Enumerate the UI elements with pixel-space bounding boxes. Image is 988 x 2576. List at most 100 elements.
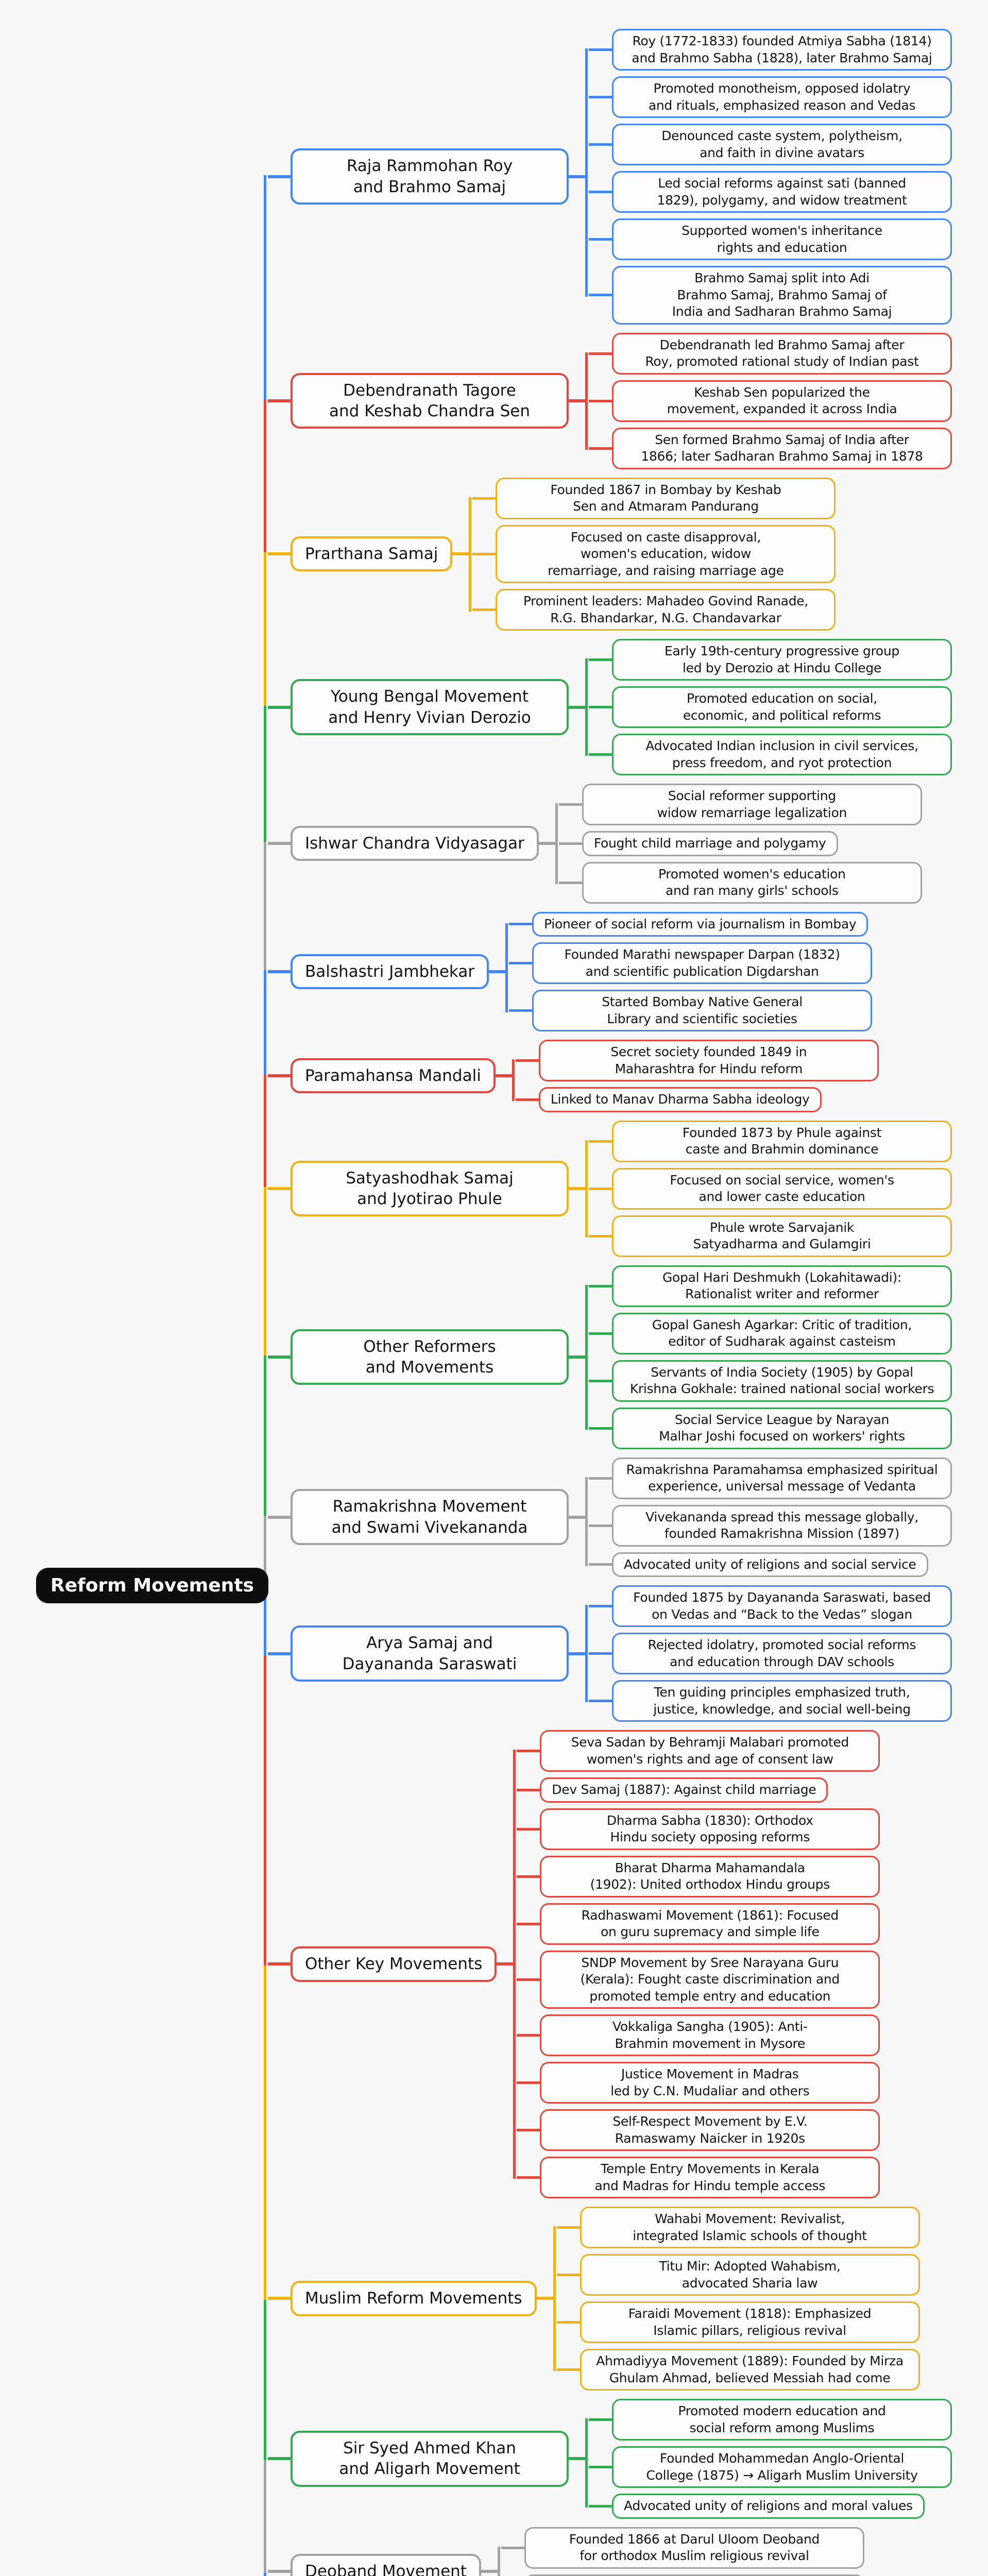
subtopic-node: Promoted monotheism, opposed idolatry an… <box>589 76 952 118</box>
subtopic-node: Linked to Manav Dharma Sabha ideology <box>515 1087 822 1112</box>
branch-topic-node: Deoband Movement <box>268 2553 499 2576</box>
branch-connector-line <box>585 1605 588 1702</box>
branch-connector-line <box>497 2546 500 2576</box>
branch-subnodes: Early 19th-century progressive group led… <box>585 639 952 775</box>
subtopic-node: Brahmo Samaj split into Adi Brahmo Samaj… <box>589 266 952 325</box>
subtopic-node: Roy (1772-1833) founded Atmiya Sabha (18… <box>589 29 952 71</box>
subtopic-node: Promoted modern education and social ref… <box>589 2399 952 2441</box>
branch: Debendranath Tagore and Keshab Chandra S… <box>268 332 952 469</box>
branch-connector-line <box>553 2226 556 2371</box>
branch-topic-node: Other Reformers and Movements <box>268 1329 586 1385</box>
subtopic-node: Social Service League by Narayan Malhar … <box>589 1407 952 1449</box>
branch-subnodes: Founded 1875 by Dayananda Saraswati, bas… <box>585 1585 952 1722</box>
subtopic-node: Rejected idolatry, promoted social refor… <box>589 1633 952 1674</box>
branch-subnodes: Roy (1772-1833) founded Atmiya Sabha (18… <box>585 29 952 325</box>
branch-topic-node: Satyashodhak Samaj and Jyotirao Phule <box>268 1160 586 1217</box>
subtopic-node: Advocated unity of religions and moral v… <box>589 2494 925 2519</box>
subtopic-node: Gopal Ganesh Agarkar: Critic of traditio… <box>589 1312 952 1354</box>
branch-connector-line <box>505 923 508 1012</box>
subtopic-node: Bharat Dharma Mahamandala (1902): United… <box>517 1855 880 1897</box>
branch-subnodes: Secret society founded 1849 in Maharasht… <box>512 1040 879 1112</box>
branch-connector-line <box>585 48 588 297</box>
branch-topic-node: Ishwar Chandra Vidyasagar <box>268 826 556 861</box>
subtopic-node: Ahmadiyya Movement (1889): Founded by Mi… <box>556 2349 920 2391</box>
branch-subnodes: Gopal Hari Deshmukh (Lokahitawadi): Rati… <box>585 1265 952 1449</box>
subtopic-node: Promoted education on social, economic, … <box>589 686 952 728</box>
branch-subnodes: Debendranath led Brahmo Samaj after Roy,… <box>585 332 952 469</box>
subtopic-node: Ramakrishna Paramahamsa emphasized spiri… <box>589 1457 952 1499</box>
subtopic-node: Secret society founded 1849 in Maharasht… <box>515 1040 879 1081</box>
subtopic-node: Advocated Indian inclusion in civil serv… <box>589 734 952 775</box>
subtopic-node: Social reformer supporting widow remarri… <box>558 784 922 825</box>
subtopic-node: Led social reforms against sati (banned … <box>589 171 952 213</box>
branch-connector-line <box>512 1059 515 1101</box>
subtopic-node: Denounced caste system, polytheism, and … <box>589 124 952 165</box>
branch-connector-line <box>585 352 588 450</box>
branch-topic-node: Raja Rammohan Roy and Brahmo Samaj <box>268 148 586 205</box>
subtopic-node: Focused on caste disapproval, women's ed… <box>472 524 836 583</box>
subtopic-node: Founded Mohammedan Anglo-Oriental Colleg… <box>589 2446 952 2488</box>
subtopic-node: Started Bombay Native General Library an… <box>509 990 873 1031</box>
branch-subnodes: Promoted modern education and social ref… <box>585 2399 952 2519</box>
subtopic-node: Justice Movement in Madras led by C.N. M… <box>517 2062 880 2104</box>
subtopic-node: Faraidi Movement (1818): Emphasized Isla… <box>556 2301 920 2343</box>
branch: Raja Rammohan Roy and Brahmo Samaj Roy (1… <box>268 29 952 325</box>
subtopic-node: Servants of India Society (1905) by Gopa… <box>589 1360 952 1402</box>
branch-topic-node: Debendranath Tagore and Keshab Chandra S… <box>268 372 586 429</box>
subtopic-node: Focused on training religious leaders an… <box>524 2574 864 2576</box>
branch-subnodes: Founded 1867 in Bombay by Keshab Sen and… <box>469 477 836 631</box>
subtopic-node: Dharma Sabha (1830): Orthodox Hindu soci… <box>517 1808 880 1850</box>
subtopic-node: Ten guiding principles emphasized truth,… <box>589 1680 952 1722</box>
subtopic-node: Founded 1866 at Darul Uloom Deoband for … <box>501 2527 864 2569</box>
central-topic-node: Reform Movements <box>36 1567 268 1603</box>
subtopic-node: Temple Entry Movements in Kerala and Mad… <box>517 2157 880 2198</box>
subtopic-node: Pioneer of social reform via journalism … <box>509 911 868 937</box>
trunk-connector-segment <box>264 1515 266 1587</box>
branch-topic-node: Prarthana Samaj <box>267 536 470 572</box>
trunk-connector-segment <box>264 1584 266 1655</box>
subtopic-node: SNDP Movement by Sree Narayana Guru (Ker… <box>517 1950 880 2009</box>
subtopic-node: Gopal Hari Deshmukh (Lokahitawadi): Rati… <box>589 1265 952 1307</box>
branch-connector-line <box>469 497 472 612</box>
branch-subnodes: Ramakrishna Paramahamsa emphasized spiri… <box>585 1457 952 1577</box>
subtopic-node: Founded Marathi newspaper Darpan (1832) … <box>509 942 873 984</box>
branch-connector-line <box>585 2418 588 2507</box>
branch-subnodes: Seva Sadan by Behramji Malabari promoted… <box>513 1730 880 2198</box>
subtopic-node: Seva Sadan by Behramji Malabari promoted… <box>517 1730 880 1772</box>
branch: Sir Syed Ahmed Khan and Aligarh Movement… <box>268 2399 952 2519</box>
branch: Young Bengal Movement and Henry Vivian D… <box>268 639 952 775</box>
subtopic-node: Vokkaliga Sangha (1905): Anti-Brahmin mo… <box>517 2014 880 2056</box>
branch-topic-node: Muslim Reform Movements <box>268 2281 554 2316</box>
branch-connector-line <box>585 658 588 756</box>
branch-connector-line <box>555 803 558 884</box>
subtopic-node: Focused on social service, women's and l… <box>589 1167 952 1210</box>
subtopic-node: Founded 1873 by Phule against caste and … <box>589 1120 952 1162</box>
subtopic-node: Radhaswami Movement (1861): Focused on g… <box>517 1903 880 1945</box>
branch-topic-node: Paramahansa Mandali <box>268 1058 513 1094</box>
trunk-connector-segment <box>264 1584 266 1966</box>
branch-topic-node: Arya Samaj and Dayananda Saraswati <box>268 1625 586 1682</box>
subtopic-node: Phule wrote Sarvajanik Satyadharma and G… <box>589 1215 952 1257</box>
subtopic-node: Titu Mir: Adopted Wahabism, advocated Sh… <box>556 2254 920 2296</box>
subtopic-node: Keshab Sen popularized the movement, exp… <box>589 380 952 422</box>
subtopic-node: Supported women's inheritance rights and… <box>589 218 952 260</box>
branch-connector-line <box>585 1284 588 1430</box>
subtopic-node: Vivekananda spread this message globally… <box>589 1504 952 1547</box>
branch-subnodes: Founded 1873 by Phule against caste and … <box>585 1120 952 1257</box>
trunk-connector-segment <box>264 1355 266 1587</box>
branch-topic-node: Sir Syed Ahmed Khan and Aligarh Movement <box>268 2430 586 2487</box>
subtopic-node: Prominent leaders: Mahadeo Govind Ranade… <box>472 589 836 631</box>
subtopic-node: Founded 1867 in Bombay by Keshab Sen and… <box>472 477 836 519</box>
subtopic-node: Promoted women's education and ran many … <box>558 861 922 904</box>
subtopic-node: Advocated unity of religions and social … <box>589 1552 928 1577</box>
branch-connector-line <box>585 1140 588 1238</box>
subtopic-node: Wahabi Movement: Revivalist, integrated … <box>556 2207 920 2248</box>
